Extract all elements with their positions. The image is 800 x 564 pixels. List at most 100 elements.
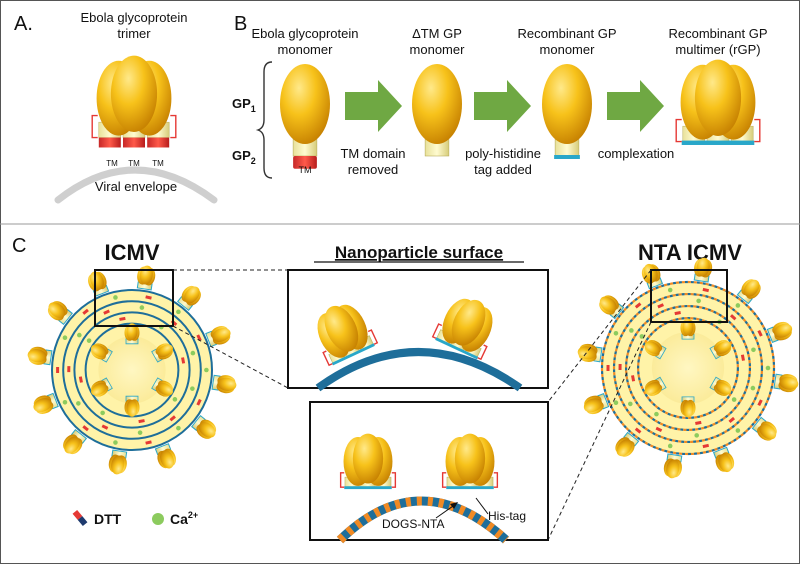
his-tag: [344, 486, 392, 490]
gp-head: [715, 341, 732, 354]
his-tag-pointer: [475, 497, 489, 515]
his-tag: [435, 337, 479, 360]
gp-head: [779, 376, 799, 390]
tm-mini-label: TM: [152, 159, 164, 168]
surface-gp: [47, 301, 73, 326]
gp-head: [451, 299, 486, 346]
calcium-dot: [204, 367, 209, 373]
membrane-curve: [315, 348, 523, 392]
calcium-dot: [113, 295, 118, 300]
aqueous-core: [651, 331, 725, 405]
panel-b: B GP1 GP2 Ebola glycoprotein monomer ΔTM…: [232, 13, 768, 179]
surface-gp: [176, 285, 201, 311]
dtt-mark: [67, 366, 71, 373]
dtt-mark: [169, 415, 176, 422]
calcium-dot: [139, 305, 145, 310]
dtt-mark: [138, 419, 145, 424]
arrow3-label-line1: complexation: [598, 146, 675, 161]
gp-trimer-shape: [675, 59, 761, 145]
dtt-mark: [618, 364, 622, 371]
gp-head: [694, 59, 742, 136]
calcium-dot: [613, 330, 619, 336]
dtt-mark: [740, 354, 745, 361]
inner-gp: [124, 395, 140, 417]
calcium-dot: [613, 400, 619, 406]
gp-trimer-shape: [339, 433, 397, 490]
arrow-step3: [607, 80, 664, 132]
lipid-shell: [62, 300, 202, 440]
calcium-dot: [696, 298, 701, 304]
dtt-mark: [655, 426, 663, 433]
gp-multimer-rgp: [675, 59, 761, 145]
gp-monomer-full: TM: [280, 64, 330, 175]
gp-trimer-shape: [441, 433, 499, 490]
gp-monomer-shape: [542, 64, 592, 159]
lipid-shell: [637, 317, 739, 419]
gp-head: [696, 257, 710, 277]
surface-gp: [211, 374, 237, 394]
viral-envelope-arc: [54, 166, 218, 204]
dtt-icon: [72, 509, 88, 527]
nta-groups: [336, 496, 510, 544]
step1-label-line1: Ebola glycoprotein: [252, 26, 359, 41]
dtt-mark: [674, 311, 681, 316]
dtt-mark: [606, 364, 610, 372]
nta-icmv-zoom-box: [650, 269, 728, 323]
calcium-dot: [667, 443, 673, 449]
calcium-dot: [176, 425, 181, 431]
surface-gp: [191, 414, 217, 439]
gp-brace: [255, 61, 273, 179]
tm-domain: [293, 156, 317, 169]
inner-gp: [680, 396, 696, 418]
dogs-nta-arrowhead: [450, 502, 458, 509]
calcium-dot: [765, 365, 771, 371]
nanoparticle-surface-title: Nanoparticle surface: [335, 243, 503, 262]
leader-line: [172, 325, 289, 389]
calcium-dot: [190, 350, 196, 356]
gp-head: [184, 286, 200, 304]
calcium-dot: [694, 433, 699, 438]
tm-domain: [98, 137, 121, 148]
surface-gp: [88, 271, 110, 297]
calcium-dot: [86, 338, 92, 343]
gp-head: [157, 382, 173, 396]
dtt-mark: [702, 287, 710, 293]
aqueous-core: [98, 336, 166, 404]
arrow-step1: [345, 80, 402, 132]
bracket: [675, 118, 682, 143]
gp-head: [324, 305, 359, 352]
lipid-shell: [612, 292, 764, 444]
dtt-mark: [145, 440, 152, 445]
gp-head: [644, 382, 661, 395]
calcium-dot: [654, 411, 659, 417]
calcium-icon: [152, 513, 164, 525]
gp-head: [644, 341, 661, 354]
surface-gp: [712, 446, 735, 473]
gp-head: [583, 398, 603, 413]
gp-head: [616, 439, 633, 457]
his-tag: [331, 343, 375, 366]
gp-head: [198, 422, 216, 438]
gp-monomer-recombinant: [542, 64, 592, 159]
bracket: [441, 472, 447, 488]
inner-gp: [151, 377, 173, 397]
lipid-shell: [51, 289, 213, 451]
panel-a-envelope-label: Viral envelope: [95, 179, 177, 194]
surface-gp: [615, 431, 640, 457]
calcium-dot: [176, 309, 181, 315]
panel-c-letter: C: [12, 235, 26, 257]
bracket: [493, 472, 499, 488]
dtt-mark: [103, 309, 110, 315]
calcium-dot: [62, 399, 68, 405]
tm-mini-label: TM: [106, 159, 118, 168]
tm-domain: [123, 137, 145, 148]
inner-gp: [709, 376, 732, 396]
surface-gp: [205, 326, 231, 348]
calcium-dot: [62, 335, 68, 341]
surface-gp: [63, 429, 88, 455]
dtt-mark: [196, 334, 202, 342]
calcium-dot: [76, 401, 81, 406]
calcium-dot: [731, 397, 737, 402]
